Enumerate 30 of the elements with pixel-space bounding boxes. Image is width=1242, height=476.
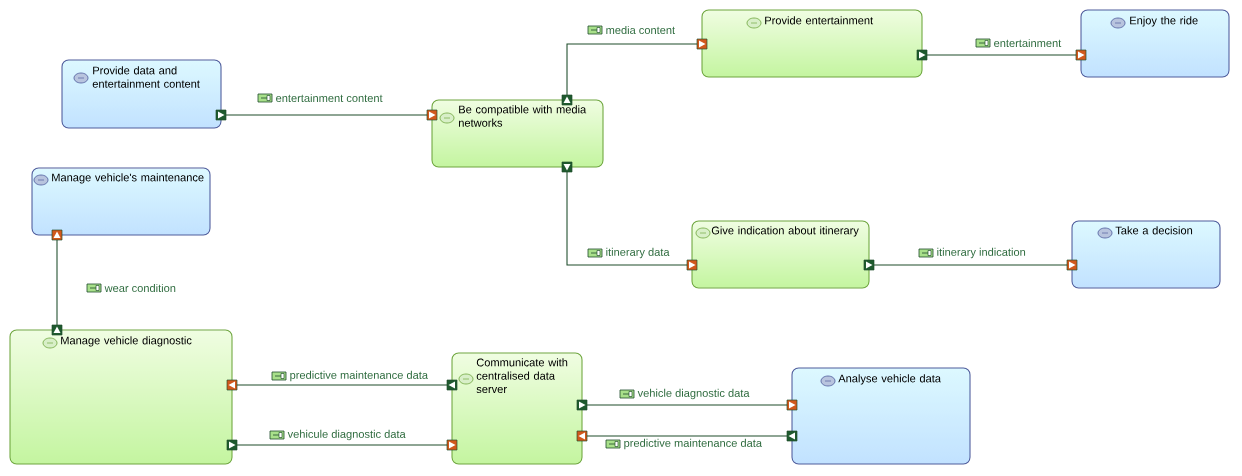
connector (863, 259, 1078, 271)
edge-label: predictive maintenance data (290, 370, 428, 382)
function-box: Communicate with centralised data server (451, 352, 583, 465)
edge-label: itinerary data (606, 247, 670, 259)
edge-label: media content (606, 25, 675, 35)
connector (215, 109, 438, 121)
function-box: Take a decision (1071, 220, 1221, 289)
function-box: Provide data and entertainment content (61, 59, 222, 129)
edge-label: wear condition (104, 283, 176, 293)
function-box: Manage vehicle diagnostic (9, 329, 233, 465)
connector (51, 229, 63, 336)
function-box: Be compatible with media networks (431, 99, 604, 168)
function-box: Manage vehicle's maintenance (31, 167, 211, 236)
function-box: Analyse vehicle data (791, 367, 971, 465)
connector (916, 49, 1087, 61)
edge-label: vehicule diagnostic data (287, 429, 406, 441)
function-box: Provide entertainment (701, 9, 923, 78)
function-box: Give indication about itinerary (691, 220, 870, 289)
edge-label: entertainment (994, 38, 1062, 48)
function-box: Enjoy the ride (1080, 9, 1230, 78)
connector (226, 439, 458, 451)
connector (561, 161, 698, 271)
edge-label: itinerary indication (937, 247, 1026, 259)
connector (576, 399, 798, 411)
connector (561, 38, 708, 106)
connector (226, 379, 458, 391)
edge-label: entertainment content (276, 93, 383, 103)
connector (576, 430, 798, 442)
edge-label: predictive maintenance data (624, 438, 762, 450)
edge-label: vehicle diagnostic data (637, 388, 750, 400)
